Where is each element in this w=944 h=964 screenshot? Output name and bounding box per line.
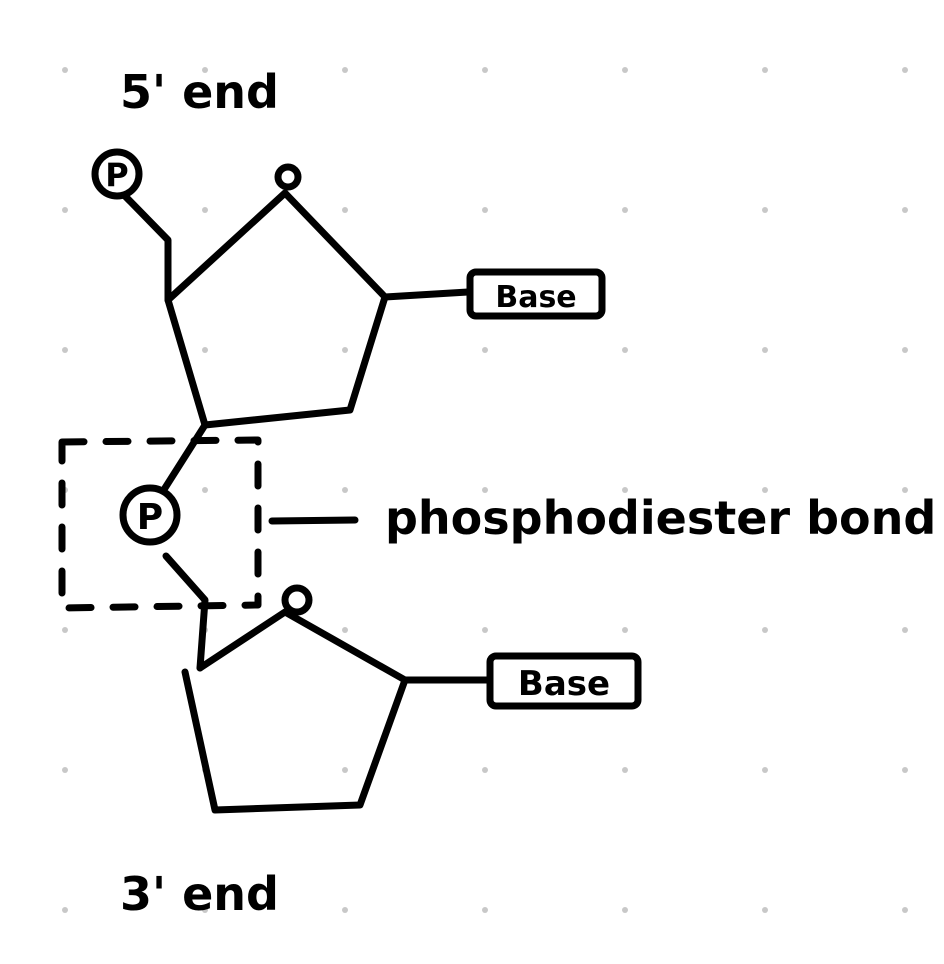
grid-dot	[482, 767, 488, 773]
grid-dot	[762, 347, 768, 353]
bond-label: phosphodiester bond	[385, 491, 936, 545]
grid-dot	[622, 207, 628, 213]
grid-dot	[62, 347, 68, 353]
linkage-upper	[161, 421, 209, 492]
grid-dot	[202, 347, 208, 353]
grid-dot	[622, 487, 628, 493]
grid-dot	[622, 907, 628, 913]
grid-dot	[762, 207, 768, 213]
phosphate-middle-label: P	[137, 497, 163, 538]
grid-dot	[762, 67, 768, 73]
base-box-top	[466, 268, 606, 320]
grid-dot	[202, 487, 208, 493]
grid-dot	[342, 907, 348, 913]
grid-dot	[482, 207, 488, 213]
base-box-bottom	[486, 652, 642, 710]
grid-dot	[342, 207, 348, 213]
grid-dot	[342, 627, 348, 633]
grid-dot	[342, 347, 348, 353]
three-prime-label: 3' end	[120, 867, 279, 921]
grid-dot	[762, 627, 768, 633]
grid-dot	[482, 67, 488, 73]
grid-dot	[342, 767, 348, 773]
grid-dot	[902, 487, 908, 493]
linkage-lower	[162, 552, 209, 672]
grid-dot	[62, 207, 68, 213]
grid-dot	[202, 67, 208, 73]
grid-dot	[202, 907, 208, 913]
grid-dot	[762, 487, 768, 493]
ring-oxygen-top	[274, 163, 302, 191]
grid-dot	[902, 767, 908, 773]
grid-dot	[342, 67, 348, 73]
grid-dot	[762, 767, 768, 773]
grid-dot	[902, 207, 908, 213]
grid-dot	[342, 487, 348, 493]
phosphate-top-label: P	[105, 156, 128, 194]
grid-dot	[902, 67, 908, 73]
base-bond-top	[381, 288, 472, 301]
grid-dot	[902, 907, 908, 913]
grid-dot	[482, 627, 488, 633]
grid-dot	[62, 627, 68, 633]
grid-dot	[62, 767, 68, 773]
grid-dot	[482, 347, 488, 353]
base-top-label: Base	[495, 280, 576, 315]
phosphate-top-bond	[121, 192, 172, 304]
grid-dot	[482, 907, 488, 913]
grid-dot	[482, 487, 488, 493]
grid-dot	[622, 627, 628, 633]
grid-dot	[622, 347, 628, 353]
five-prime-label: 5' end	[120, 65, 279, 119]
sugar-ring-top	[164, 189, 389, 429]
dot-grid	[62, 67, 908, 913]
bond-pointer-line	[268, 516, 359, 525]
phosphate-top-circle	[91, 148, 143, 200]
base-bottom-label: Base	[518, 664, 610, 704]
phosphodiester-dashed-box	[58, 436, 262, 612]
grid-dot	[902, 627, 908, 633]
sugar-ring-bottom	[181, 608, 409, 814]
grid-dot	[62, 67, 68, 73]
grid-dot	[202, 207, 208, 213]
grid-dot	[902, 347, 908, 353]
ring-oxygen-bottom	[281, 584, 313, 616]
grid-dot	[62, 907, 68, 913]
grid-dot	[622, 767, 628, 773]
grid-dot	[762, 907, 768, 913]
grid-dot	[622, 67, 628, 73]
phosphate-middle-circle	[119, 484, 181, 546]
